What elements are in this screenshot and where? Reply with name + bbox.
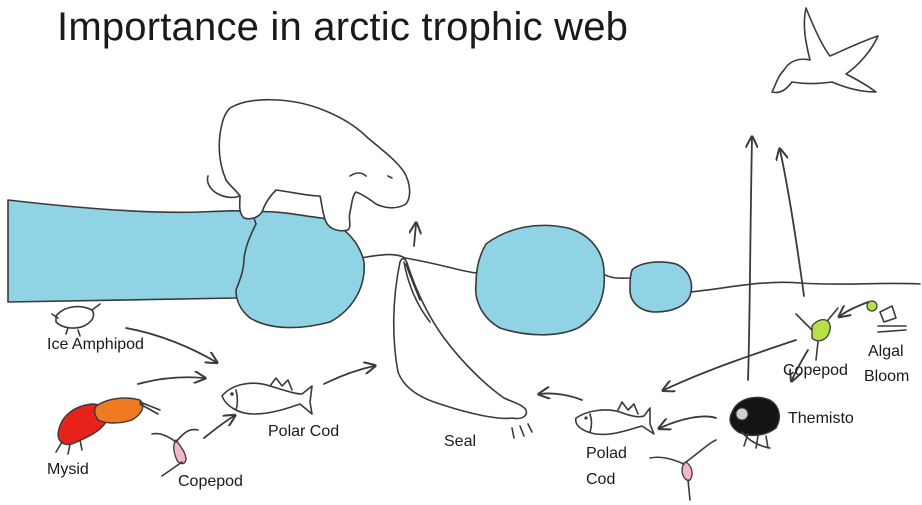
arrow-polad-to-seal [540,393,582,400]
arrow-seal-to-bear [414,224,416,246]
label-cod: Cod [586,471,615,488]
label-ice-amphipod: Ice Amphipod [47,336,144,353]
ice-floe-left [8,200,258,302]
arrow-algal-to-copepod [840,302,868,316]
polad-cod-right [576,402,654,434]
ice-amphipod [52,304,100,336]
arrow-up-to-bird-2 [780,150,804,296]
themisto [730,397,779,448]
polar-cod-left [222,378,312,414]
copepod-right [796,308,838,360]
copepod-bottom-right [650,440,716,500]
label-polar-cod: Polar Cod [268,423,339,440]
arrow-themisto-to-polad [660,416,716,428]
label-mysid: Mysid [47,461,89,478]
copepod-left [152,430,198,477]
algal-bloom [867,301,906,332]
seabird [772,8,878,93]
label-copepod-left: Copepod [178,473,243,490]
arrow-up-to-bird-1 [748,138,752,380]
arrow-copepod-to-polad [664,340,796,390]
ice-floe-center [476,225,605,334]
arrow-cod-to-seal [324,366,374,384]
label-bloom: Bloom [864,368,909,385]
label-themisto: Themisto [788,410,854,427]
mysid [56,398,160,454]
ice-floe-small [630,262,691,312]
arrow-mysid-to-cod [138,377,204,384]
label-seal: Seal [444,433,476,450]
label-polad: Polad [586,445,627,462]
arrow-copepod-to-cod [204,416,234,438]
label-algal: Algal [868,343,904,360]
label-copepod-right: Copepod [783,362,848,379]
